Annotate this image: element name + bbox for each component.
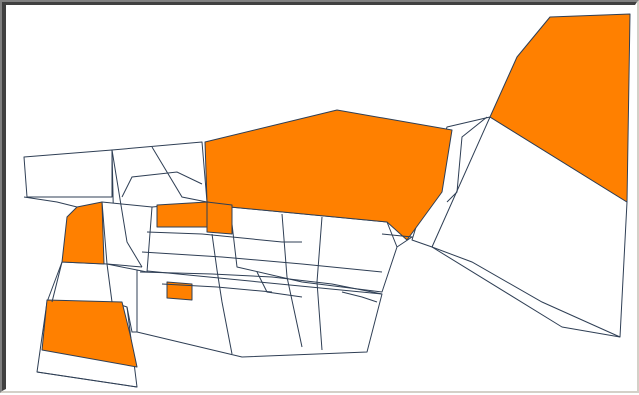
road-line bbox=[51, 261, 63, 303]
road-line bbox=[111, 149, 143, 268]
parcel-highlight-tiny[interactable] bbox=[166, 281, 193, 301]
road-line bbox=[106, 263, 143, 268]
road-line bbox=[211, 233, 233, 355]
parcel-highlight-northeast[interactable] bbox=[489, 13, 631, 203]
road-line bbox=[151, 146, 208, 203]
road-line bbox=[23, 196, 78, 208]
road-line bbox=[381, 233, 414, 248]
parcel-highlight-southwest[interactable] bbox=[41, 299, 138, 368]
parcel-west-strip[interactable] bbox=[23, 149, 113, 198]
road-line bbox=[126, 306, 137, 333]
road-line bbox=[139, 271, 383, 295]
parcel-highlight-mid-left[interactable] bbox=[156, 201, 208, 228]
road-line bbox=[146, 231, 302, 243]
parcel-highlight-west-small[interactable] bbox=[61, 201, 105, 265]
parcel-highlight-mid-right[interactable] bbox=[206, 201, 233, 235]
road-line bbox=[36, 371, 138, 388]
boundary-lines bbox=[23, 116, 621, 388]
road-line bbox=[121, 171, 203, 198]
road-line bbox=[341, 291, 378, 303]
road-line bbox=[256, 271, 303, 298]
road-line bbox=[316, 216, 323, 351]
road-line bbox=[141, 251, 383, 273]
road-line bbox=[281, 213, 303, 348]
parcel-mid-connector[interactable] bbox=[101, 201, 153, 273]
map-frame-bevel bbox=[2, 2, 637, 391]
road-line bbox=[431, 246, 621, 338]
parcels-highlighted bbox=[41, 13, 631, 368]
road-line bbox=[161, 283, 273, 293]
road-line bbox=[446, 116, 488, 203]
